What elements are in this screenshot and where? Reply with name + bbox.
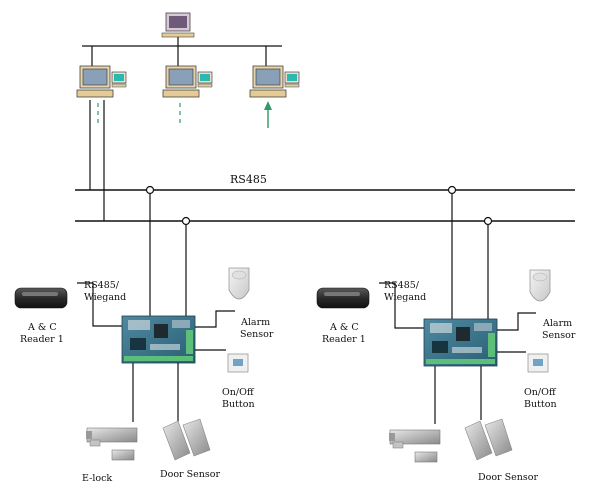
reader-label-line1: A & C (27, 322, 57, 333)
bus-taps (145, 185, 493, 226)
card-reader-icon (316, 287, 370, 309)
reader-label-line2: Reader 1 (20, 334, 64, 345)
link-label-line2: Wiegand (384, 292, 426, 303)
link-label-line1: RS485/ (384, 280, 420, 291)
server-workstation (161, 12, 195, 46)
alarm-label-line1: Alarm (542, 318, 572, 329)
door-sensor-icon (162, 418, 211, 461)
exit-button-icon (527, 353, 549, 373)
panel-2: A & C Reader 1 RS485/ Wiegand Alarm Sens… (316, 194, 576, 483)
controller-board-icon (423, 318, 498, 367)
electric-lock-icon (389, 429, 441, 463)
door-sensor-label: Door Sensor (160, 469, 220, 480)
alarm-label-line2: Sensor (240, 329, 274, 340)
client-workstation-3 (249, 65, 300, 98)
button-label-line2: Button (222, 399, 255, 410)
door-sensor-icon (464, 418, 513, 461)
button-label-line2: Button (524, 399, 557, 410)
reader-label-line1: A & C (329, 322, 359, 333)
client-workstation-2 (162, 65, 213, 98)
alarm-label-line2: Sensor (542, 330, 576, 341)
alarm-sensor-icon (228, 267, 250, 300)
alarm-label-line1: Alarm (240, 317, 270, 328)
link-label-line1: RS485/ (84, 280, 120, 291)
uplink-arrow-icon (264, 101, 272, 128)
exit-button-icon (227, 353, 249, 373)
button-label-line1: On/Off (524, 387, 557, 398)
button-label-line1: On/Off (222, 387, 255, 398)
electric-lock-icon (86, 427, 138, 461)
elock-label: E-lock (82, 473, 112, 484)
alarm-sensor-icon (529, 269, 551, 302)
link-label-line2: Wiegand (84, 292, 126, 303)
reader-label-line2: Reader 1 (322, 334, 366, 345)
panel-1: A & C Reader 1 RS485/ Wiegand Alarm Sens… (14, 194, 274, 484)
card-reader-icon (14, 287, 68, 309)
bus-label: RS485 (230, 173, 267, 186)
client-workstation-1 (76, 65, 127, 98)
door-sensor-label: Door Sensor (478, 472, 538, 483)
controller-board-icon (121, 315, 196, 364)
